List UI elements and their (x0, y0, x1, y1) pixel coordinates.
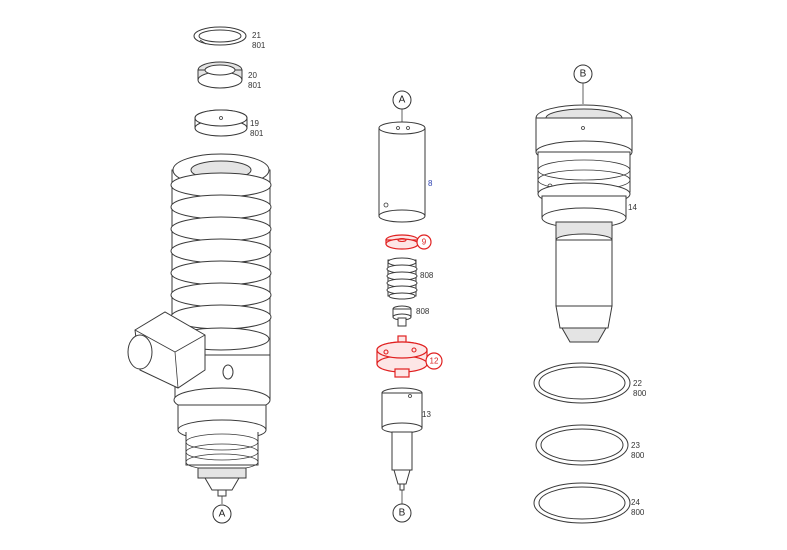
disc-19[interactable] (194, 109, 248, 137)
pin-808[interactable] (392, 305, 412, 327)
svg-text:9: 9 (422, 238, 427, 247)
ref-marker-a-bottom[interactable]: A (212, 496, 232, 524)
left-injector-assembly: 21 801 20 801 19 801 A (127, 26, 272, 524)
svg-text:21: 21 (252, 31, 261, 40)
svg-text:808: 808 (416, 307, 430, 316)
svg-text:A: A (219, 509, 226, 520)
svg-text:20: 20 (248, 71, 257, 80)
injector-body[interactable] (127, 311, 271, 497)
svg-text:12: 12 (430, 357, 439, 366)
callout-22: 22 800 (633, 379, 647, 398)
svg-text:800: 800 (631, 451, 645, 460)
svg-text:800: 800 (631, 508, 645, 517)
seal-ring-20[interactable] (197, 61, 243, 89)
callout-24: 24 800 (631, 498, 645, 517)
middle-valve-assembly: A (376, 90, 443, 523)
svg-text:22: 22 (633, 379, 642, 388)
svg-text:24: 24 (631, 498, 640, 507)
spacer-12[interactable] (376, 335, 428, 378)
callout-9: 9 (416, 234, 432, 250)
o-ring-22[interactable] (533, 362, 631, 404)
right-holder-assembly: B (533, 64, 647, 524)
svg-text:801: 801 (250, 129, 264, 138)
valve-body-8[interactable] (378, 121, 426, 223)
ref-marker-a-top[interactable]: A (392, 90, 412, 122)
callout-20: 20 801 (248, 71, 262, 90)
callout-8: 8 (428, 179, 433, 188)
svg-text:801: 801 (252, 41, 266, 50)
ref-marker-b-top[interactable]: B (573, 64, 593, 104)
callout-808-pin: 808 (416, 307, 430, 316)
o-ring-24[interactable] (533, 482, 631, 524)
washer-9[interactable] (385, 234, 419, 250)
callout-23: 23 800 (631, 441, 645, 460)
svg-text:14: 14 (628, 203, 637, 212)
callout-14: 14 (628, 203, 637, 212)
callout-808-spring: 808 (420, 271, 434, 280)
callout-21: 21 801 (252, 31, 266, 50)
nozzle-13[interactable] (381, 387, 423, 491)
callout-12: 12 (425, 352, 443, 370)
nozzle-holder-14[interactable] (535, 104, 633, 343)
svg-text:8: 8 (428, 179, 433, 188)
callout-13: 13 (422, 410, 431, 419)
ref-marker-b-bottom[interactable]: B (392, 490, 412, 523)
svg-text:808: 808 (420, 271, 434, 280)
snap-ring-21[interactable] (193, 26, 247, 46)
svg-text:19: 19 (250, 119, 259, 128)
svg-text:800: 800 (633, 389, 647, 398)
o-ring-23[interactable] (535, 424, 629, 466)
callout-19: 19 801 (250, 119, 264, 138)
spring[interactable] (170, 153, 272, 361)
svg-text:A: A (399, 95, 406, 106)
svg-text:B: B (399, 508, 406, 519)
svg-text:13: 13 (422, 410, 431, 419)
svg-text:801: 801 (248, 81, 262, 90)
spring-808[interactable] (386, 257, 418, 300)
svg-text:23: 23 (631, 441, 640, 450)
svg-text:B: B (580, 69, 587, 80)
